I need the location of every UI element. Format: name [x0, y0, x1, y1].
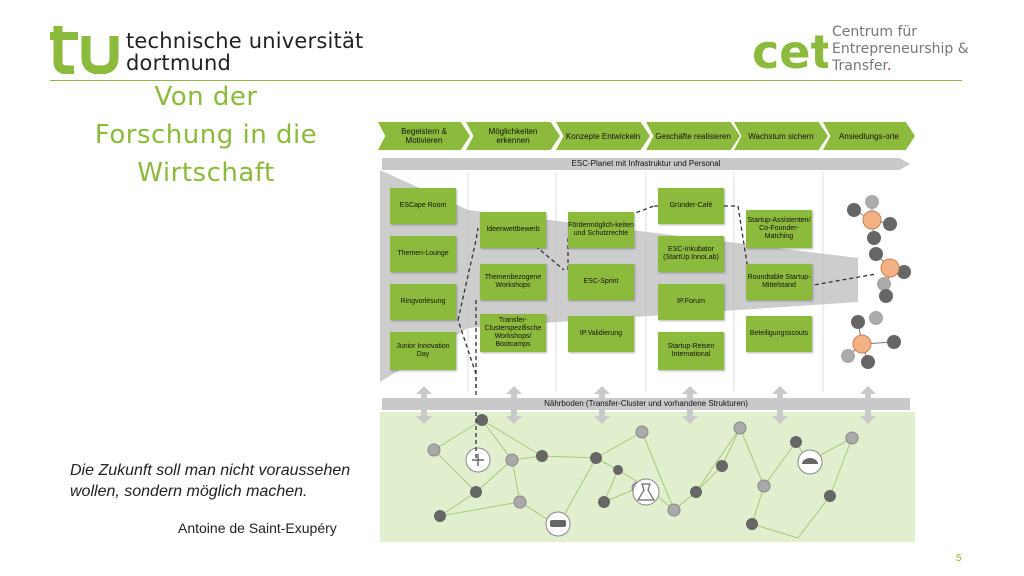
box-beteiligungsscouts: Beteiligungsscouts — [746, 316, 812, 352]
box-escape-room: ESCape Room — [390, 188, 456, 224]
cet-logo: cet — [752, 25, 828, 74]
box-themen-workshops: Themenbezogene Workshops — [480, 264, 546, 300]
box-transfer-workshops: Transfer-Clusterspezifische Workshops/ B… — [480, 314, 546, 352]
box-ip-forum: IP.Forum — [658, 284, 724, 320]
header-divider — [50, 80, 962, 81]
phase-geschaefte: Geschäfte realisieren — [646, 122, 740, 150]
box-esc-sprint: ESC-Sprint — [568, 264, 634, 300]
box-gruender-cafe: Gründer-Café — [658, 188, 724, 224]
box-startup-reisen: Startup-Reisen International — [658, 332, 724, 370]
network-icon-nodes — [465, 447, 823, 537]
diagram-background — [380, 170, 915, 542]
cet-name-line1: Centrum für — [832, 24, 918, 40]
quote-author: Antoine de Saint-Exupéry — [178, 520, 337, 536]
box-startup-assistenten: Startup-Assistenten/ Co-Founder-Matching — [746, 210, 812, 248]
box-foerdermoeglichkeiten: Fördermöglich-keiten und Schutzrechte — [568, 212, 634, 248]
phase-ansiedlungsorte: Ansiedlungs-orte — [823, 122, 915, 150]
cet-red-dot: . — [887, 58, 892, 74]
planet-bar: ESC-Planet mit Infrastruktur und Persona… — [382, 158, 910, 170]
ecosystem-diagram: Begeistern & Motivieren Möglichkeiten er… — [378, 120, 915, 542]
box-roundtable: Roundtable Startup-Mittelstand — [746, 264, 812, 300]
cet-logo-text: cet — [752, 25, 828, 74]
tu-logo — [50, 26, 119, 74]
box-esc-inkubator: ESC-Inkubator (StartUp.InnoLab) — [658, 236, 724, 272]
university-name-line2: dortmund — [126, 51, 232, 75]
box-ringvorlesung: Ringvorlesung — [390, 284, 456, 320]
box-ideenwettbewerb: Ideenwettbewerb — [480, 212, 546, 248]
university-name-line1: technische universität — [126, 29, 364, 53]
page-number: 5 — [956, 553, 962, 564]
slide-title-line2: Forschung in die — [94, 120, 318, 150]
phase-wachstum: Wachstum sichern — [734, 122, 828, 150]
cet-name-line2: Entrepreneurship & — [832, 41, 969, 57]
box-themen-lounge: Themen-Lounge — [390, 236, 456, 272]
university-name: technische universität dortmund — [126, 30, 364, 74]
phase-konzepte: Konzepte Entwickeln — [556, 122, 650, 150]
slide-title: Von der Forschung in die Wirtschaft — [70, 78, 342, 192]
slide-title-line3: Wirtschaft — [137, 158, 275, 188]
naehrboden-bar: Nährboden (Transfer-Cluster und vorhande… — [382, 398, 910, 410]
slide-title-line1: Von der — [154, 82, 258, 112]
phase-begeistern: Begeistern & Motivieren — [378, 122, 470, 150]
quote-text: Die Zukunft soll man nicht voraussehen w… — [70, 462, 351, 500]
box-ip-validierung: IP.Validierung — [568, 316, 634, 352]
box-junior-innovation-day: Junior Innovation Day — [390, 332, 456, 370]
cet-name: Centrum für Entrepreneurship & Transfer. — [832, 24, 969, 75]
cet-name-line3: Transfer — [832, 58, 888, 74]
phase-moeglichkeiten: Möglichkeiten erkennen — [466, 122, 560, 150]
